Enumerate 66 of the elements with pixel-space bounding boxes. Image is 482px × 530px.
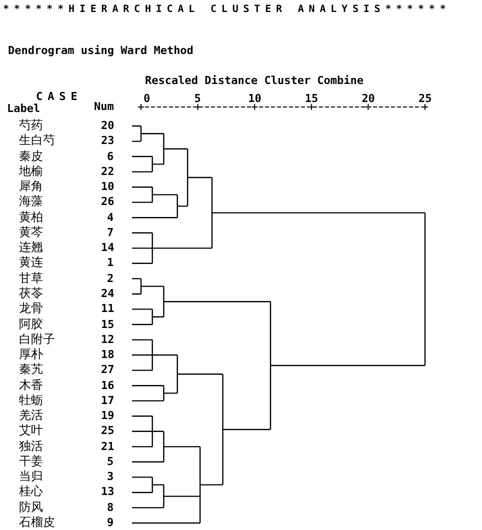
case-label: 龙骨 (19, 302, 43, 314)
case-label: 茯苓 (19, 286, 43, 299)
case-number: 13 (101, 486, 114, 498)
case-number: 3 (107, 471, 114, 482)
case-number: 22 (101, 166, 114, 177)
axis-tick-label: 10 (248, 93, 262, 104)
case-label: 防风 (19, 500, 43, 513)
column-heading: Num (94, 101, 114, 112)
case-number: 12 (101, 334, 114, 345)
case-label: 石榴皮 (19, 516, 55, 528)
case-number: 20 (101, 120, 114, 131)
case-label: 当归 (19, 470, 43, 482)
case-label: 干姜 (19, 454, 43, 467)
axis-tick-label: 25 (418, 93, 432, 104)
case-number: 16 (101, 380, 114, 391)
case-label: 厚朴 (19, 348, 43, 360)
case-label: 桂心 (19, 485, 43, 498)
axis-tick-label: 20 (362, 93, 375, 104)
case-number: 26 (101, 196, 114, 208)
case-label: 艾叶 (19, 424, 43, 436)
case-label: 秦艽 (19, 363, 43, 376)
case-label: 白附子 (19, 332, 55, 345)
case-label: 生白芍 (19, 134, 55, 146)
column-heading: Label (7, 103, 40, 114)
case-label: 牡蛎 (19, 394, 43, 406)
case-number: 8 (107, 502, 114, 513)
case-number: 4 (107, 212, 114, 223)
case-label: 连翘 (19, 241, 43, 254)
case-number: 14 (101, 242, 114, 254)
axis-tick-label: 0 (144, 93, 150, 104)
case-label: 木香 (19, 378, 43, 391)
case-number: 11 (101, 303, 114, 314)
case-number: 19 (101, 410, 114, 422)
case-label: 秦皮 (19, 150, 43, 162)
case-label: 地榆 (19, 164, 43, 177)
case-number: 25 (101, 425, 114, 436)
case-label: 阿胶 (19, 318, 43, 330)
case-label: 黄柏 (19, 210, 43, 223)
case-number: 6 (107, 150, 114, 162)
case-number: 24 (101, 288, 114, 299)
case-number: 18 (101, 349, 114, 360)
column-heading: CASE (36, 91, 82, 102)
case-number: 2 (107, 272, 114, 284)
title: ******HIERARCHICAL CLUSTER ANALYSIS****** (3, 5, 451, 15)
case-number: 17 (101, 394, 114, 406)
case-label: 黄连 (19, 256, 43, 268)
case-number: 15 (101, 318, 114, 330)
case-label: 黄芩 (19, 226, 43, 238)
axis-tick-label: 5 (194, 93, 201, 104)
case-number: 7 (107, 226, 114, 238)
axis-tick-label: 15 (304, 93, 318, 104)
case-label: 羌活 (19, 409, 43, 422)
case-number: 10 (101, 181, 114, 192)
case-number: 1 (107, 257, 114, 268)
case-label: 海藻 (19, 195, 43, 208)
case-label: 甘草 (19, 272, 43, 284)
case-number: 27 (101, 364, 114, 376)
subtitle: Dendrogram using Ward Method (8, 45, 194, 56)
case-number: 5 (107, 456, 114, 467)
case-number: 21 (101, 440, 114, 452)
case-label: 独活 (19, 440, 43, 452)
case-number: 9 (107, 517, 114, 528)
axis-title: Rescaled Distance Cluster Combine (145, 75, 364, 86)
case-label: 犀角 (19, 180, 43, 192)
case-number: 23 (101, 135, 114, 146)
case-label: 芍药 (19, 119, 43, 131)
